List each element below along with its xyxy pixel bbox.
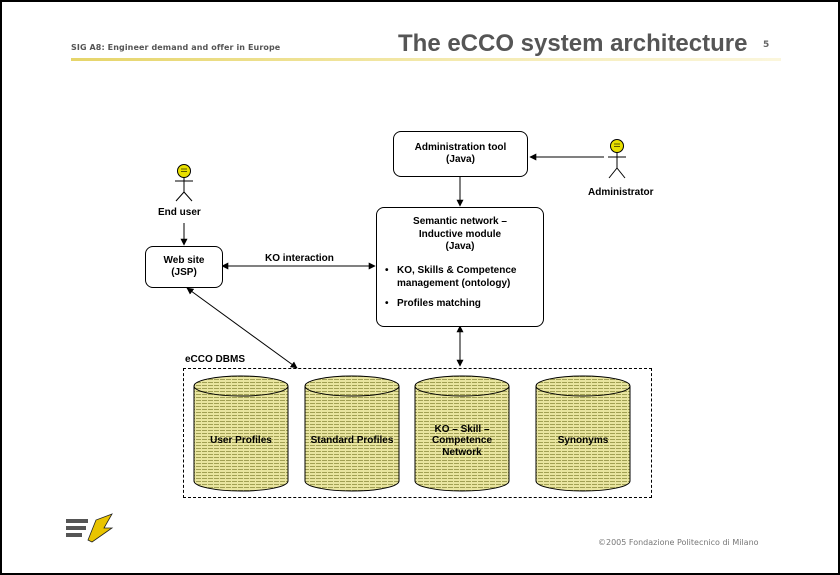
bullet-marker: • [385,265,389,276]
semantic-network-header: Semantic network – Inductive module (Jav… [377,216,543,254]
ecco-dbms-group [183,368,652,498]
bullet-marker: • [385,298,389,309]
ko-network-label: KO – Skill – Competence Network [415,420,509,462]
bullet-ko-skills: KO, Skills & Competence management (onto… [397,265,517,289]
bullet-profiles-matching: Profiles matching [397,298,481,309]
bullet-item: • KO, Skills & Competence management (on… [385,265,537,290]
ko-network-line2: Competence [431,435,492,447]
database-standard-profiles-icon [304,375,400,492]
semantic-network-bullets: • KO, Skills & Competence management (on… [385,265,537,319]
semantic-network-title: Semantic network – [413,216,507,227]
database-ko-network-icon [414,375,510,492]
slide-subtitle: SIG A8: Engineer demand and offer in Eur… [71,43,281,52]
administration-tool-title: Administration tool [414,141,507,153]
database-user-profiles-icon [193,375,289,492]
web-site-title: Web site [163,254,205,266]
fondazione-logo-icon [66,513,114,543]
end-user-actor-icon [175,164,193,202]
ko-network-line1: KO – Skill – [434,423,490,435]
administration-tool-lang: (Java) [446,154,475,165]
copyright-footer: ©2005 Fondazione Politecnico di Milano [598,538,759,547]
bullet-item: • Profiles matching [385,298,537,311]
semantic-network-box: Semantic network – Inductive module (Jav… [376,207,544,327]
ko-network-line3: Network [442,446,482,458]
slide-title: The eCCO system architecture [398,30,748,57]
ko-interaction-label: KO interaction [265,253,334,264]
end-user-label: End user [158,207,201,218]
administration-tool-box: Administration tool (Java) [393,131,528,177]
user-profiles-label: User Profiles [210,435,272,447]
database-synonyms-icon [535,375,631,492]
administrator-label: Administrator [588,187,654,198]
synonyms-label: Synonyms [557,435,609,447]
administrator-actor-icon [608,139,626,179]
header-accent-bar [71,58,781,61]
dbms-label: eCCO DBMS [185,354,246,365]
semantic-network-subtitle: Inductive module [418,228,502,240]
website-to-dbms-arrow [186,287,298,369]
web-site-tech: (JSP) [171,267,197,278]
page-number: 5 [763,40,770,50]
web-site-box: Web site (JSP) [145,246,223,288]
standard-profiles-label: Standard Profiles [310,435,394,447]
semantic-network-lang: (Java) [445,241,475,252]
